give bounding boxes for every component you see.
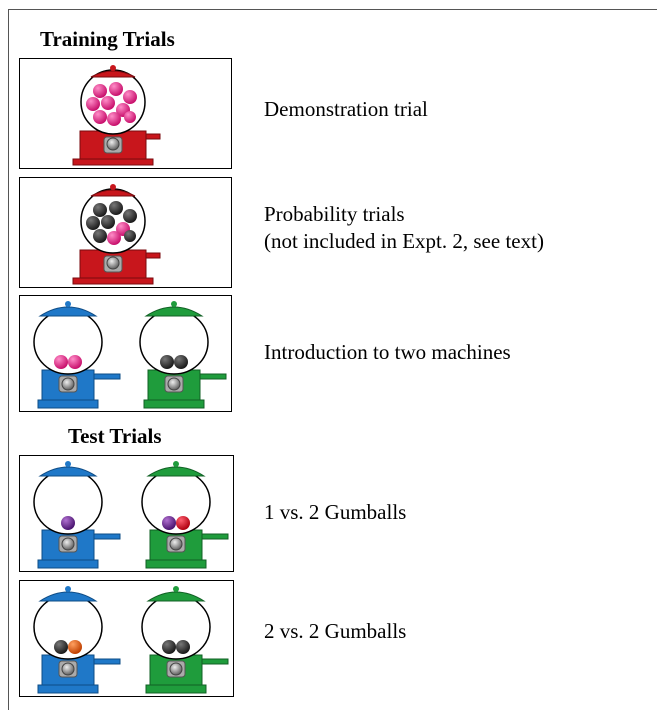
two-machines-label: Introduction to two machines (264, 340, 511, 364)
one-vs-two-machines (33, 461, 229, 569)
probability-label: Probability trials (not included in Expt… (264, 202, 544, 253)
demonstration-label: Demonstration trial (264, 97, 428, 121)
red-gumball-machine-mixed (72, 184, 161, 285)
one-vs-two-label: 1 vs. 2 Gumballs (264, 500, 407, 524)
blue-and-green-machines-intro (33, 301, 227, 409)
two-vs-two-label: 2 vs. 2 Gumballs (264, 619, 407, 643)
two-machines-panel (19, 295, 232, 412)
probability-panel (19, 177, 232, 288)
one-vs-two-panel (19, 455, 234, 572)
figure-frame (8, 9, 657, 710)
two-vs-two-panel (19, 580, 234, 697)
two-vs-two-machines (33, 586, 229, 694)
red-gumball-machine-pink (72, 65, 161, 166)
test-trials-heading: Test Trials (68, 424, 162, 448)
training-trials-heading: Training Trials (40, 27, 175, 51)
demonstration-panel (19, 58, 232, 169)
